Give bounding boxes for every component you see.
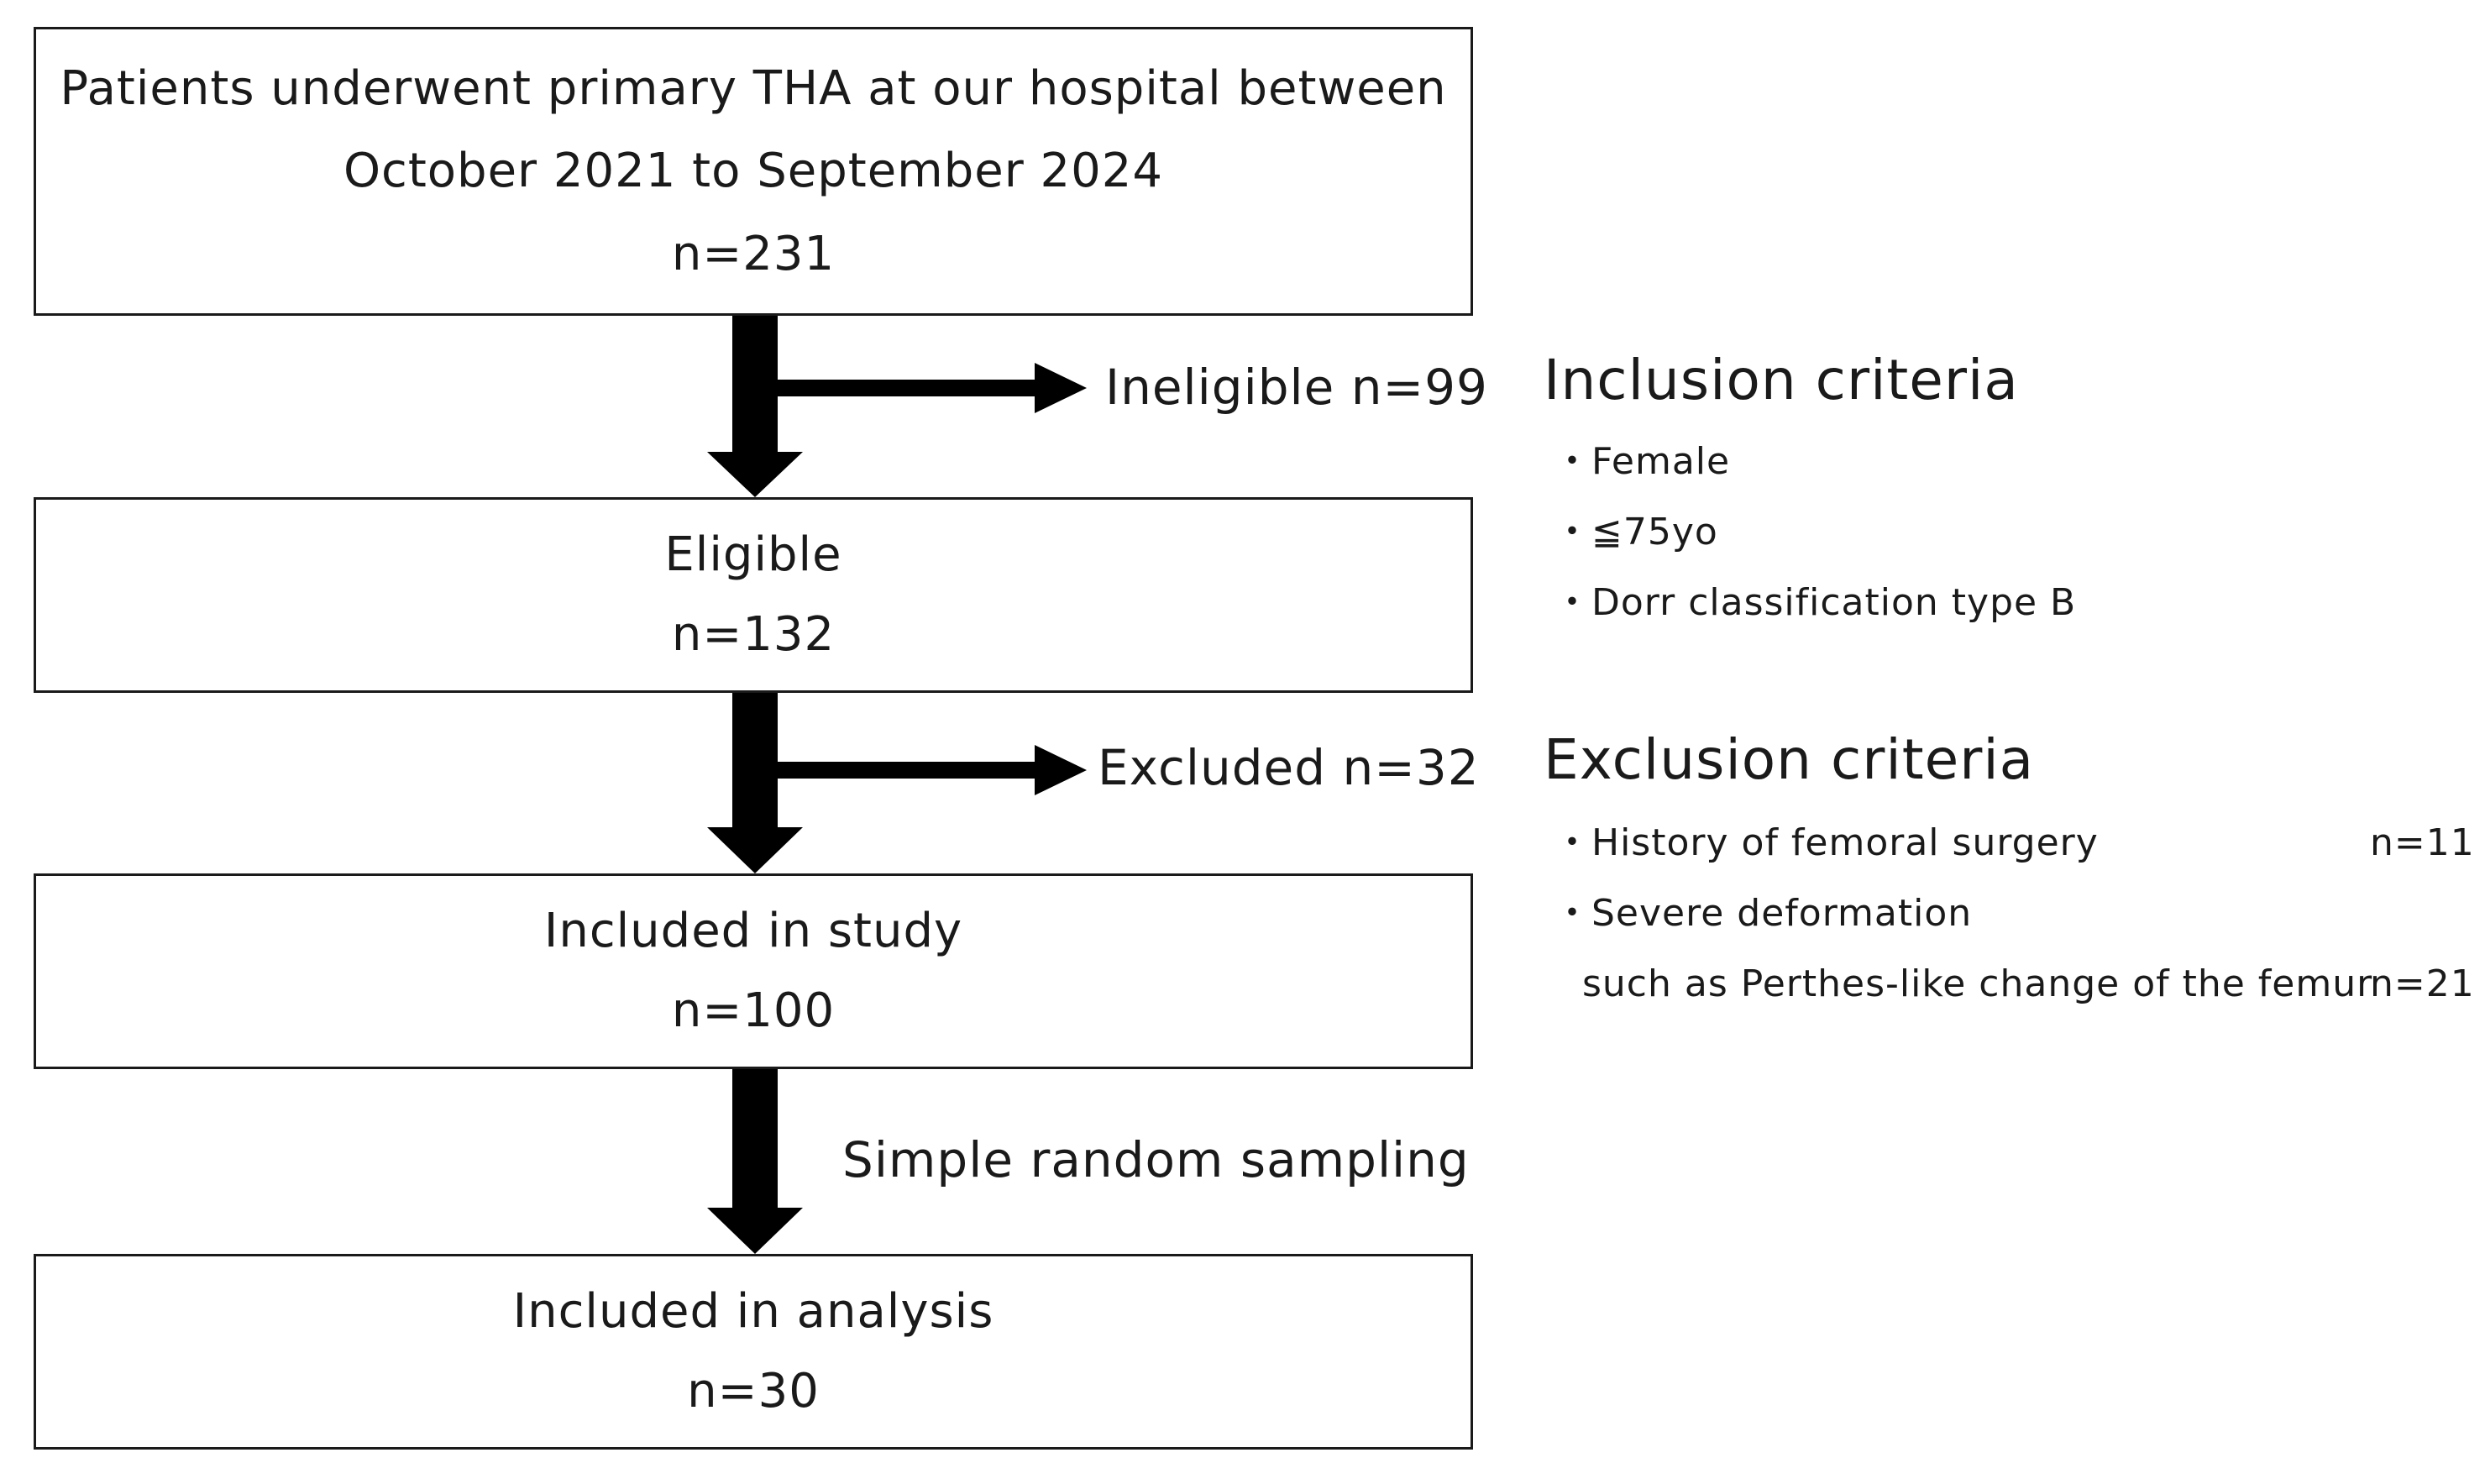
exclusion-count: n=21	[2370, 962, 2475, 1005]
inclusion-item: ・≦75yo	[1554, 511, 1718, 553]
exclusion-count: n=11	[2370, 821, 2475, 864]
enrolled-line-1: Patients underwent primary THA at our ho…	[60, 60, 1447, 116]
included-study-count: n=100	[671, 983, 836, 1038]
enrolled-box: Patients underwent primary THA at our ho…	[34, 27, 1473, 316]
eligible-label: Eligible	[664, 527, 842, 583]
enrolled-count: n=231	[671, 226, 836, 281]
exclusion-heading: Exclusion criteria	[1544, 727, 2035, 792]
eligible-box: Eligible n=132	[34, 497, 1473, 693]
included-analysis-label: Included in analysis	[512, 1284, 994, 1340]
exclusion-item: ・History of femoral surgery	[1554, 821, 2099, 864]
included-study-label: Included in study	[543, 904, 963, 959]
excluded-label: Excluded n=32	[1098, 739, 1480, 796]
included-analysis-count: n=30	[687, 1363, 820, 1418]
enrolled-line-2: October 2021 to September 2024	[343, 144, 1164, 198]
down-arrow-2	[707, 693, 803, 873]
included-analysis-box: Included in analysis n=30	[34, 1254, 1473, 1450]
inclusion-heading: Inclusion criteria	[1544, 348, 2019, 412]
ineligible-label: Ineligible n=99	[1105, 359, 1488, 416]
ineligible-arrow	[778, 363, 1087, 413]
exclusion-item: ・Severe deformation	[1554, 892, 1973, 935]
eligible-count: n=132	[671, 606, 836, 662]
inclusion-item: ・Female	[1554, 440, 1731, 483]
down-arrow-1	[707, 316, 803, 497]
down-arrow-3	[707, 1069, 803, 1254]
excluded-arrow	[778, 745, 1087, 795]
sampling-label: Simple random sampling	[842, 1131, 1470, 1188]
exclusion-item-continued: such as Perthes-like change of the femur	[1582, 962, 2373, 1005]
included-study-box: Included in study n=100	[34, 873, 1473, 1069]
inclusion-item: ・Dorr classification type B	[1554, 581, 2077, 624]
